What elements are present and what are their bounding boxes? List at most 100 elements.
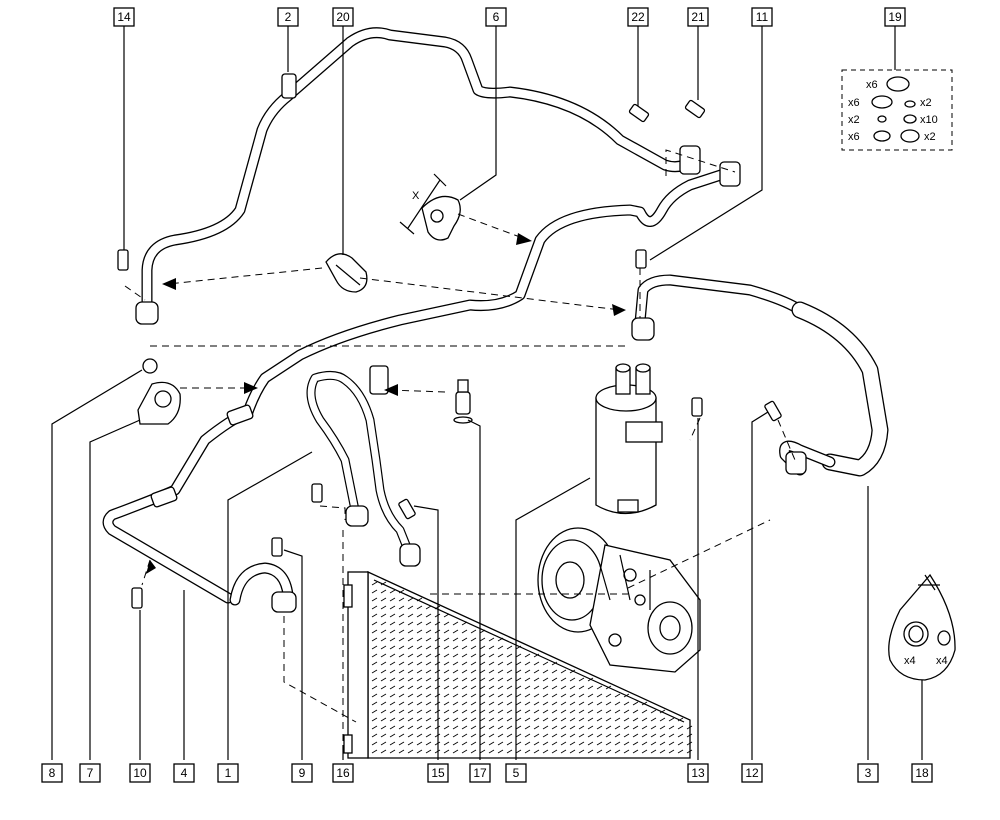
fin-hatch xyxy=(515,701,522,706)
fin-hatch xyxy=(569,749,576,754)
fin-hatch xyxy=(560,685,567,690)
fin-hatch xyxy=(452,701,459,706)
fin-hatch xyxy=(380,677,387,682)
fin-hatch xyxy=(389,685,396,690)
fin-hatch xyxy=(380,661,387,666)
fin-hatch xyxy=(380,741,387,746)
fin-hatch xyxy=(461,629,468,634)
fin-hatch xyxy=(587,733,594,738)
fin-hatch xyxy=(443,733,450,738)
fin-hatch xyxy=(416,749,423,754)
fin-hatch xyxy=(443,709,450,714)
svg-text:11: 11 xyxy=(756,10,769,24)
fin-hatch xyxy=(470,701,477,706)
fin-hatch xyxy=(479,717,486,722)
callout-9: 9 xyxy=(291,763,313,783)
fin-hatch xyxy=(398,645,405,650)
fin-hatch xyxy=(443,653,450,658)
fin-hatch xyxy=(425,741,432,746)
fin-hatch xyxy=(587,717,594,722)
fin-hatch xyxy=(596,709,603,714)
fin-hatch xyxy=(416,613,423,618)
fin-hatch xyxy=(461,725,468,730)
fin-hatch xyxy=(506,645,513,650)
fin-hatch xyxy=(380,621,387,626)
fin-hatch xyxy=(497,709,504,714)
fin-hatch xyxy=(614,749,621,754)
o-ring-kit xyxy=(841,69,953,151)
fin-hatch xyxy=(524,653,531,658)
fin-hatch xyxy=(470,637,477,642)
fin-hatch xyxy=(398,685,405,690)
fin-hatch xyxy=(578,709,585,714)
callout-14: 14 xyxy=(113,7,135,27)
fin-hatch xyxy=(425,629,432,634)
fin-hatch xyxy=(542,725,549,730)
fin-hatch xyxy=(632,717,639,722)
fin-hatch xyxy=(569,693,576,698)
fin-hatch xyxy=(551,741,558,746)
svg-text:1: 1 xyxy=(225,766,232,780)
svg-text:9: 9 xyxy=(299,766,306,780)
fin-hatch xyxy=(533,653,540,658)
fin-hatch xyxy=(389,589,396,594)
fin-hatch xyxy=(569,741,576,746)
callout-16: 16 xyxy=(332,763,354,783)
fin-hatch xyxy=(497,637,504,642)
fin-hatch xyxy=(641,709,648,714)
fin-hatch xyxy=(524,677,531,682)
fin-hatch xyxy=(524,709,531,714)
fin-hatch xyxy=(587,701,594,706)
fin-hatch xyxy=(479,749,486,754)
fin-hatch xyxy=(380,645,387,650)
fin-hatch xyxy=(632,749,639,754)
fin-hatch xyxy=(488,733,495,738)
fin-hatch xyxy=(677,749,684,754)
fin-hatch xyxy=(650,717,657,722)
fin-hatch xyxy=(524,669,531,674)
fin-hatch xyxy=(542,733,549,738)
callout-19: 19 xyxy=(884,7,906,27)
fin-hatch xyxy=(668,717,675,722)
fin-hatch xyxy=(470,717,477,722)
svg-text:13: 13 xyxy=(691,766,705,780)
fin-hatch xyxy=(569,677,576,682)
fin-hatch xyxy=(551,685,558,690)
fin-hatch xyxy=(497,685,504,690)
callout-6: 6 xyxy=(485,7,507,27)
fin-hatch xyxy=(398,669,405,674)
fin-hatch xyxy=(533,685,540,690)
fin-hatch xyxy=(623,733,630,738)
fin-hatch xyxy=(686,725,693,730)
kit-qty-7: x2 xyxy=(924,131,936,143)
fin-hatch xyxy=(632,733,639,738)
fin-hatch xyxy=(524,725,531,730)
fin-hatch xyxy=(461,685,468,690)
fin-hatch xyxy=(686,749,693,754)
kit-qty-6: x6 xyxy=(848,131,860,143)
fin-hatch xyxy=(506,669,513,674)
fin-hatch xyxy=(371,741,378,746)
fin-hatch xyxy=(470,653,477,658)
fin-hatch xyxy=(461,653,468,658)
kit-qty-1: x6 xyxy=(866,79,878,91)
valve xyxy=(421,195,461,241)
fin-hatch xyxy=(398,621,405,626)
fin-hatch xyxy=(641,741,648,746)
fin-hatch xyxy=(578,749,585,754)
fin-hatch xyxy=(380,701,387,706)
fin-hatch xyxy=(416,653,423,658)
fin-hatch xyxy=(425,677,432,682)
fin-hatch xyxy=(452,717,459,722)
fin-hatch xyxy=(443,693,450,698)
fin-hatch xyxy=(623,725,630,730)
fin-hatch xyxy=(497,717,504,722)
fin-hatch xyxy=(551,693,558,698)
fin-hatch xyxy=(380,669,387,674)
fin-hatch xyxy=(488,661,495,666)
fin-hatch xyxy=(389,741,396,746)
fin-hatch xyxy=(416,693,423,698)
fin-hatch xyxy=(371,717,378,722)
fin-hatch xyxy=(479,685,486,690)
